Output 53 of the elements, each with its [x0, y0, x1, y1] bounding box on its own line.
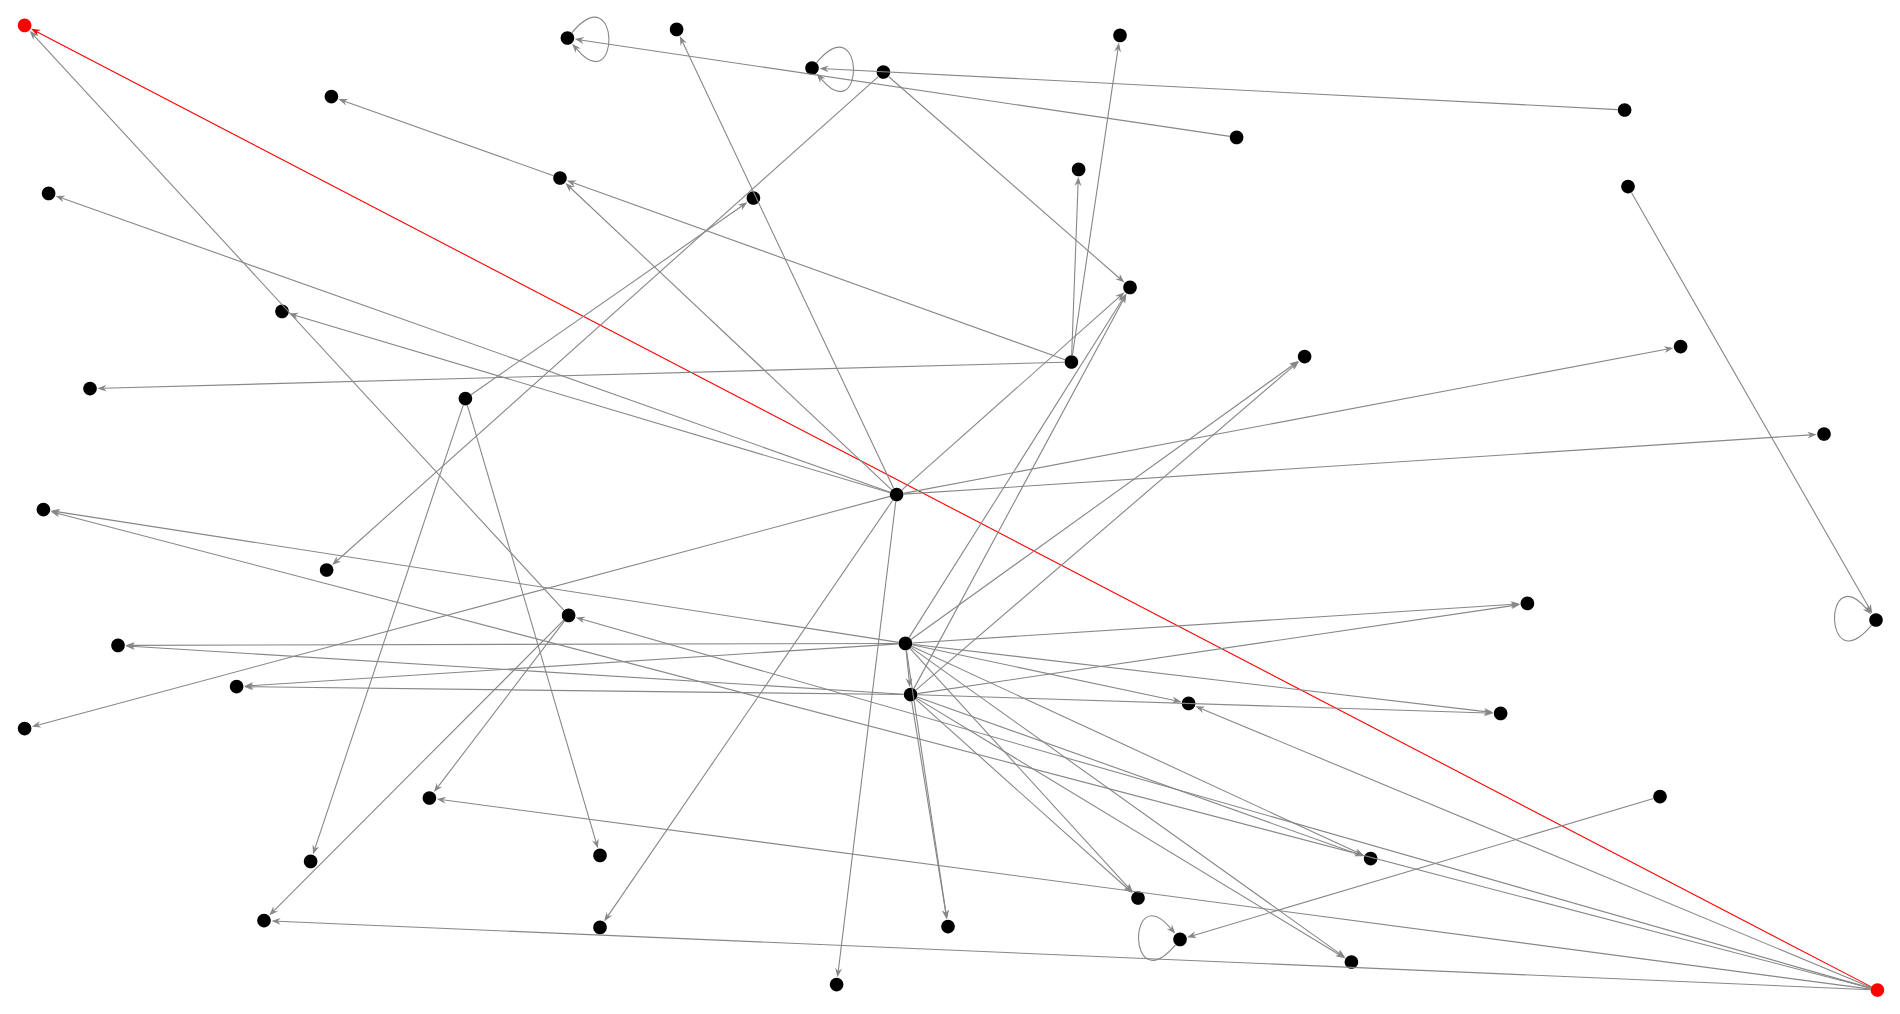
node-dot [1064, 355, 1079, 369]
node-dot [1297, 349, 1312, 364]
node-dot [593, 920, 607, 935]
loop-arrow [815, 46, 855, 92]
node-dot [1653, 789, 1667, 804]
node-dot [889, 487, 904, 502]
node-dot [1229, 130, 1244, 145]
node-dot [1071, 162, 1086, 177]
node-dot [1870, 983, 1885, 997]
node-dot [561, 608, 576, 623]
node-dot [111, 638, 125, 653]
node-dot [560, 31, 575, 45]
node-dot [1520, 596, 1535, 611]
arrow [915, 361, 1299, 691]
node-dot [829, 977, 844, 992]
node-dot [422, 791, 437, 805]
node-dot [1131, 891, 1145, 905]
node-dot [17, 18, 32, 33]
node-dot [553, 171, 567, 185]
node-dot [941, 919, 955, 934]
node-dot [903, 687, 918, 702]
loop-arrow [1137, 915, 1177, 961]
loop-arrow [571, 16, 610, 62]
node-dot [1363, 851, 1378, 866]
node-dot [324, 89, 339, 104]
node-dot [593, 848, 607, 863]
node-dot [1817, 427, 1831, 441]
node-dot [1113, 28, 1127, 43]
node-dot [1673, 339, 1688, 354]
node-dot [898, 636, 913, 651]
node-dot [17, 721, 32, 736]
node-dot [876, 65, 891, 79]
node-dot [257, 913, 271, 928]
node-dot [303, 854, 318, 869]
node-dot [805, 61, 819, 75]
node-dot [1173, 932, 1187, 947]
node-dot [1617, 103, 1632, 117]
node-dot [1869, 613, 1883, 627]
node-dot [275, 304, 289, 319]
loop-arrow [1833, 596, 1873, 642]
node-dot [41, 186, 56, 201]
node-dot [458, 391, 473, 406]
node-dot [1181, 696, 1196, 711]
node-dot [1621, 179, 1635, 194]
node-dot [746, 191, 761, 205]
node-dot [229, 679, 244, 694]
node-dot [669, 22, 684, 37]
node-dot [83, 381, 97, 396]
node-dot [36, 502, 51, 517]
node-dot [1123, 280, 1137, 295]
node-dot [1493, 706, 1508, 721]
node-dot [1344, 955, 1359, 969]
node-dot [319, 563, 334, 577]
